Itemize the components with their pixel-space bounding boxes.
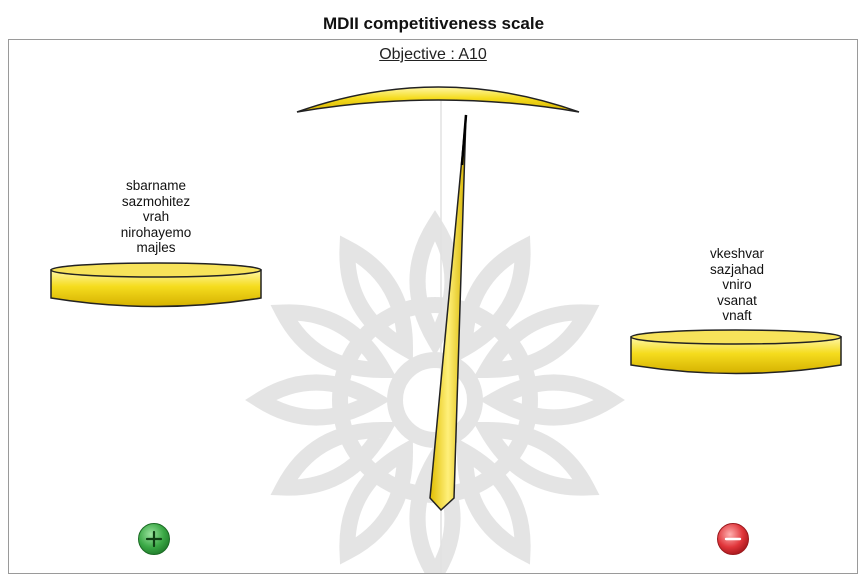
watermark-rosette-icon [260,210,610,573]
left-pan-items: sbarname sazmohitez vrah nirohayemo majl… [106,178,206,256]
scale-crossbar [296,86,580,113]
list-item: sazjahad [709,261,765,277]
list-item: majles [136,240,176,255]
list-item: sbarname [125,178,187,193]
right-pan-items: vkeshvar sazjahad vniro vsanat vnaft [687,246,787,324]
list-item: vsanat [717,292,757,308]
list-item: nirohayemo [120,224,192,240]
list-item: vkeshvar [709,246,765,261]
list-item: vnaft [722,308,752,323]
scale-panel: Objective : A10 sbarname sazmohitez vrah… [8,39,858,574]
scale-needle [429,114,467,512]
scale-illustration [50,86,842,573]
chart-title: MDII competitiveness scale [322,14,545,33]
list-item: vrah [142,209,170,224]
left-pan [50,262,262,308]
right-pan [630,329,842,375]
objective-label: Objective : A10 [379,46,487,63]
remove-button[interactable] [716,522,750,556]
list-item: vniro [722,277,752,292]
list-item: sazmohitez [121,193,191,209]
plus-icon [145,530,163,548]
add-button[interactable] [137,522,171,556]
